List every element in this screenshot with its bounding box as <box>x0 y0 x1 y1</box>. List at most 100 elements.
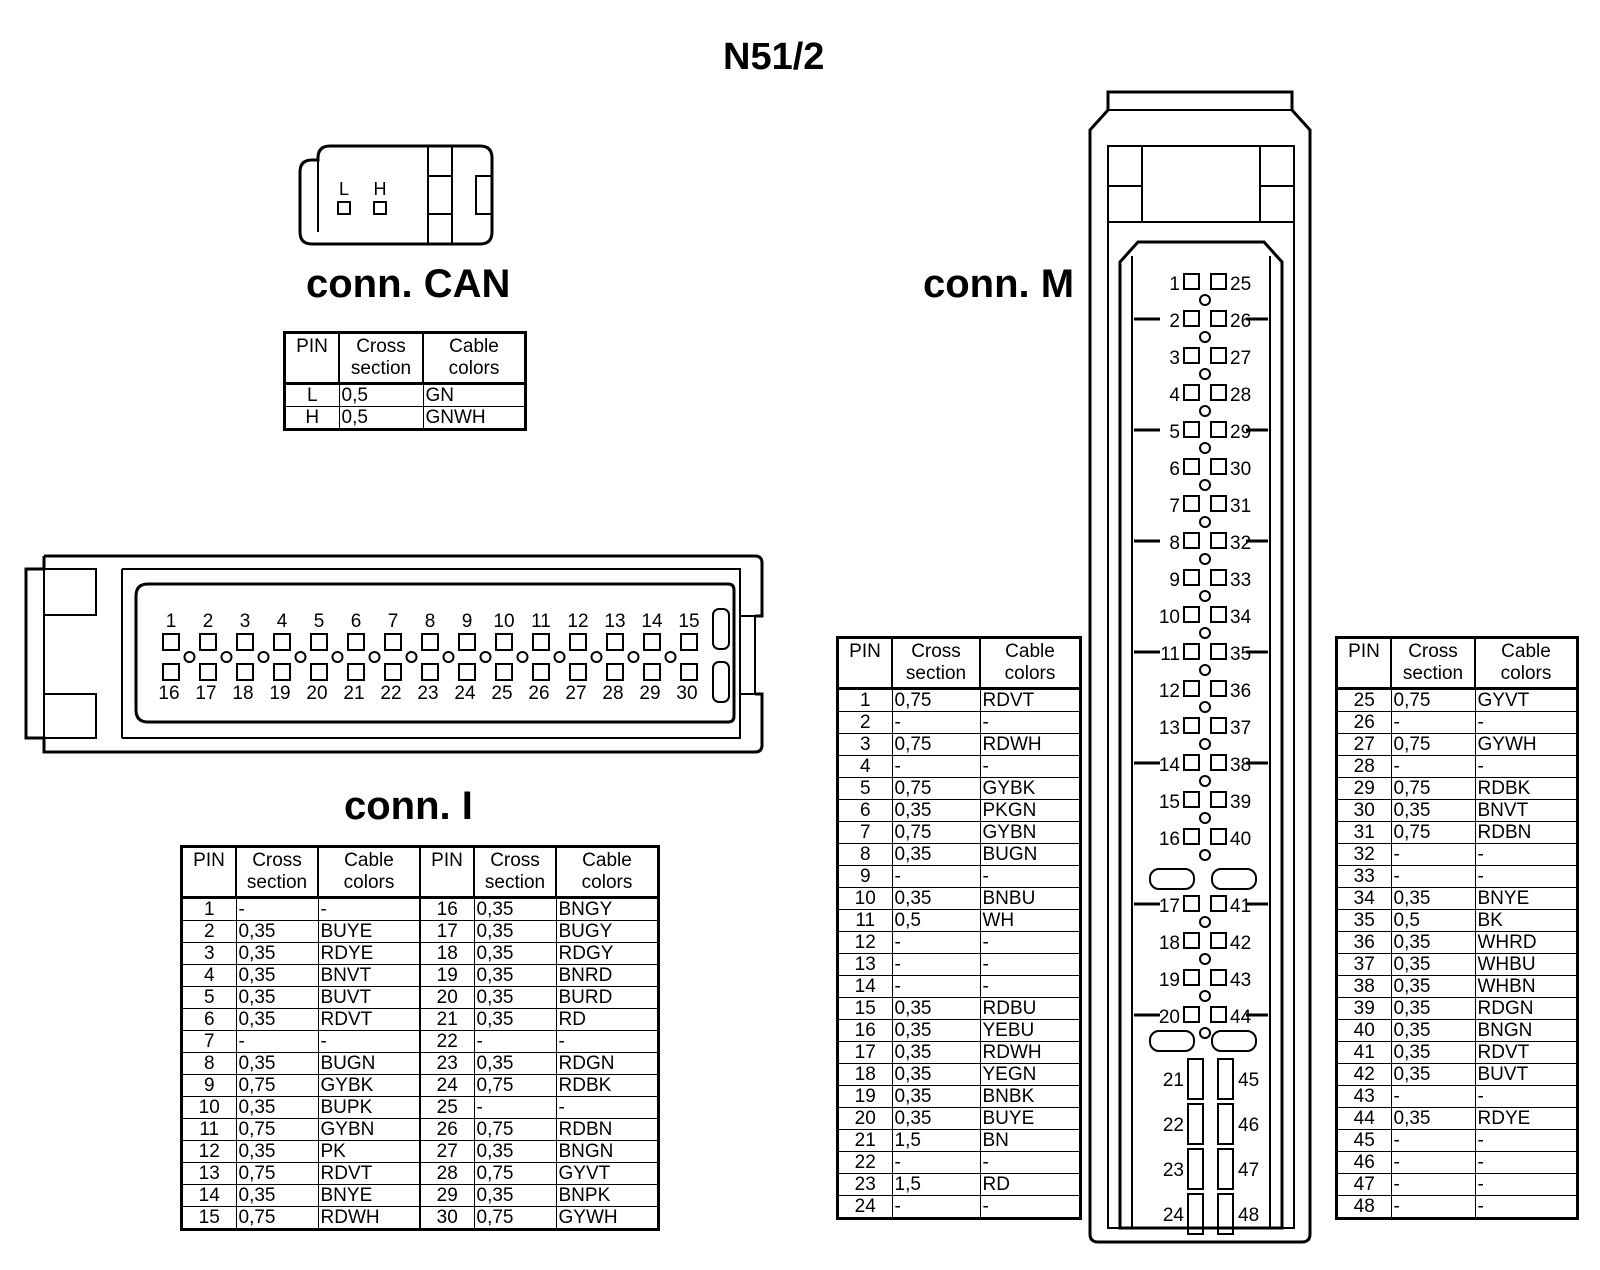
pin-cell: 16 <box>419 897 475 921</box>
header-cable-line: Cable <box>582 850 632 871</box>
i-face-pin-cavity <box>643 633 661 651</box>
i-face-pin-label: 23 <box>417 683 438 704</box>
cross-section-cell: 0,75 <box>235 1074 319 1097</box>
cable-color-cell: - <box>1474 843 1578 866</box>
cable-color-cell: BUGN <box>317 1052 421 1075</box>
pin-cell: 40 <box>1336 1019 1392 1042</box>
cable-color-cell: BUVT <box>317 986 421 1009</box>
cross-section-cell: 0,35 <box>1390 1041 1476 1064</box>
m-face-pin-cavity <box>1183 421 1200 438</box>
cable-color-cell: GYVT <box>555 1162 659 1185</box>
m-face-pin-label: 33 <box>1230 570 1251 591</box>
pin-cell: 18 <box>419 942 475 965</box>
i-face-pin-cavity <box>495 663 513 681</box>
pin-cell: 11 <box>181 1118 237 1141</box>
header-cable-line: colors <box>448 358 500 379</box>
m-face-pin-cavity <box>1210 347 1227 364</box>
m-face-pin-label: 1 <box>1169 274 1180 295</box>
pin-cell: 7 <box>181 1030 237 1053</box>
i-face-pin-cavity <box>495 633 513 651</box>
m-face-pin-label: 29 <box>1230 422 1251 443</box>
i-face-pin-cavity <box>458 663 476 681</box>
pin-cell: 28 <box>1336 755 1392 778</box>
header-cross-line: section <box>484 872 546 893</box>
m-face-coding-hole <box>1199 516 1211 528</box>
m-face-pin-cavity <box>1183 643 1200 660</box>
m-face-pin-label: 14 <box>1159 755 1181 776</box>
table-row: 12-- <box>837 931 1081 954</box>
cable-color-cell: RDVT <box>979 688 1081 712</box>
cable-color-cell: BUVT <box>1474 1063 1578 1086</box>
table-row: 33-- <box>1336 865 1578 888</box>
pin-cell: 42 <box>1336 1063 1392 1086</box>
m-face-power-cavity <box>1217 1058 1234 1100</box>
cross-section-cell: - <box>1390 1195 1476 1219</box>
pin-cell: 15 <box>181 1206 237 1230</box>
cable-color-cell: - <box>1474 1173 1578 1196</box>
cross-section-cell: - <box>1390 755 1476 778</box>
cross-section-cell: 0,75 <box>473 1118 557 1141</box>
m-face-pin-cavity <box>1210 828 1227 845</box>
i-face-pin-cavity <box>310 663 328 681</box>
pin-cell: 45 <box>1336 1129 1392 1152</box>
cross-section-cell: 0,5 <box>338 406 424 430</box>
m-face-pin-cavity <box>1183 458 1200 475</box>
cross-section-cell: - <box>891 1151 981 1174</box>
cross-section-cell: - <box>1390 843 1476 866</box>
cross-section-cell: - <box>1390 1129 1476 1152</box>
cross-section-cell: 0,75 <box>473 1206 557 1230</box>
header-cable-line: colors <box>1004 663 1056 684</box>
pin-cell: 41 <box>1336 1041 1392 1064</box>
table-row: 13-- <box>837 953 1081 976</box>
cross-section-cell: - <box>891 931 981 954</box>
i-face-pin-label: 6 <box>351 611 362 632</box>
m-face-pin-label: 7 <box>1169 496 1180 517</box>
cross-section-cell: - <box>891 755 981 778</box>
m-face-power-cavity <box>1187 1058 1204 1100</box>
m-face-pin-cavity <box>1210 458 1227 475</box>
m-face-pin-label: 23 <box>1163 1160 1184 1181</box>
m-face-pin-cavity <box>1183 791 1200 808</box>
i-face-pin-cavity <box>273 663 291 681</box>
m-face-pin-cavity <box>1183 932 1200 949</box>
pin-cell: 29 <box>1336 777 1392 800</box>
i-face-pin-label: 2 <box>203 611 214 632</box>
m-face-coding-hole <box>1199 294 1211 306</box>
m-face-pin-cavity <box>1210 791 1227 808</box>
m-face-pin-cavity <box>1210 895 1227 912</box>
i-face-pin-cavity <box>273 633 291 651</box>
cross-section-cell: 0,35 <box>235 986 319 1009</box>
cable-color-cell: WHRD <box>1474 931 1578 954</box>
cross-section-cell: 0,75 <box>1390 733 1476 756</box>
cross-section-cell: 0,75 <box>235 1206 319 1230</box>
m-face-pin-label: 47 <box>1238 1160 1259 1181</box>
pin-cell: 27 <box>1336 733 1392 756</box>
cable-color-cell: GYWH <box>555 1206 659 1230</box>
m-face-pin-label: 42 <box>1230 933 1251 954</box>
m-face-pin-label: 36 <box>1230 681 1251 702</box>
cross-section-cell: 0,75 <box>891 688 981 712</box>
table-row: 47-- <box>1336 1173 1578 1196</box>
cable-color-cell: RD <box>555 1008 659 1031</box>
cross-section-cell: 1,5 <box>891 1129 981 1152</box>
i-face-coding-hole <box>220 651 233 663</box>
pin-cell: 19 <box>837 1085 893 1108</box>
m-face-coding-hole <box>1199 916 1211 928</box>
cross-section-cell: - <box>1390 1085 1476 1108</box>
cross-section-cell: 0,5 <box>891 909 981 932</box>
m-face-pin-label: 19 <box>1159 970 1180 991</box>
can-connector-body <box>298 144 494 246</box>
m-face-pin-cavity <box>1183 347 1200 364</box>
table-row: 9-- <box>837 865 1081 888</box>
cable-color-cell: - <box>1474 755 1578 778</box>
